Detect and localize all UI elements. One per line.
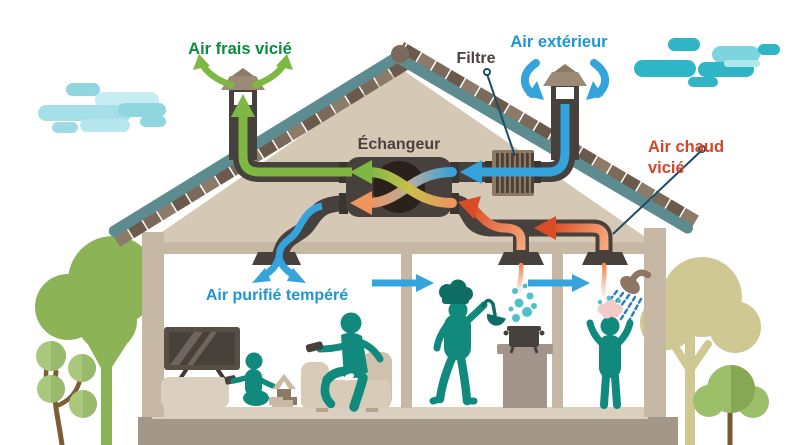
label-air-exterieur: Air extérieur [510, 33, 608, 51]
house-structure [138, 68, 678, 445]
cooking-pot-icon [503, 326, 545, 354]
cloud-icon-left [38, 83, 166, 133]
label-air-frais-vicie: Air frais vicié [188, 40, 292, 58]
chef-hat-icon [439, 279, 473, 304]
tree-icon-left-large [35, 236, 158, 445]
person-sitting-icon [305, 312, 384, 412]
flow-exhaust-green [193, 54, 352, 177]
tree-icon-right-olive [640, 257, 761, 445]
steam-icon [508, 283, 537, 322]
wall-left [142, 232, 164, 417]
label-echangeur: Échangeur [358, 134, 441, 153]
arrow-head-green [350, 160, 372, 184]
floor-strip [152, 407, 648, 419]
label-filtre: Filtre [456, 50, 495, 67]
tree-icon-right-green [693, 365, 769, 445]
flow-supply-blue [252, 202, 590, 292]
remote-icon [305, 341, 324, 353]
roof-ridge-cap [391, 45, 409, 63]
ladle-icon [481, 298, 506, 326]
child-playing-icon [224, 352, 276, 406]
arrow-head-orange [350, 191, 372, 215]
label-air-chaud-line2: vicié [648, 159, 685, 177]
foundation-slab [138, 417, 678, 445]
flow-warm-stale-orange [458, 196, 609, 302]
label-air-chaud-line1: Air chaud [648, 138, 724, 156]
heat-exchanger-icon [339, 157, 459, 217]
tree-icon-left-small [36, 341, 97, 445]
soap-suds-icon [597, 295, 623, 319]
label-air-purifie-tempere: Air purifié tempéré [206, 287, 348, 304]
kitchen-counter [497, 344, 553, 408]
ceiling-vent-icon-bath [582, 252, 628, 265]
ceiling-vent-icon-kitchen [498, 252, 544, 265]
tv-icon [161, 327, 240, 408]
tv-stand-icon [161, 377, 229, 408]
wall-right [644, 228, 666, 417]
partition-kitchen-bath [552, 253, 563, 408]
leader-line-warm-air [612, 145, 706, 235]
flow-intake-blue [460, 59, 609, 184]
ceiling-beam [142, 242, 666, 254]
leader-line-filter [483, 68, 516, 157]
flow-stale-cross [363, 167, 457, 208]
chef-cooking-icon [429, 279, 506, 406]
toy-blocks-icon [269, 374, 297, 407]
partition-living-kitchen [401, 253, 412, 408]
roof-icon [108, 42, 699, 247]
shower-head-icon [620, 269, 652, 294]
attic-interior [146, 68, 654, 243]
person-shower-icon [586, 295, 634, 409]
cloud-icon-right [634, 38, 780, 87]
